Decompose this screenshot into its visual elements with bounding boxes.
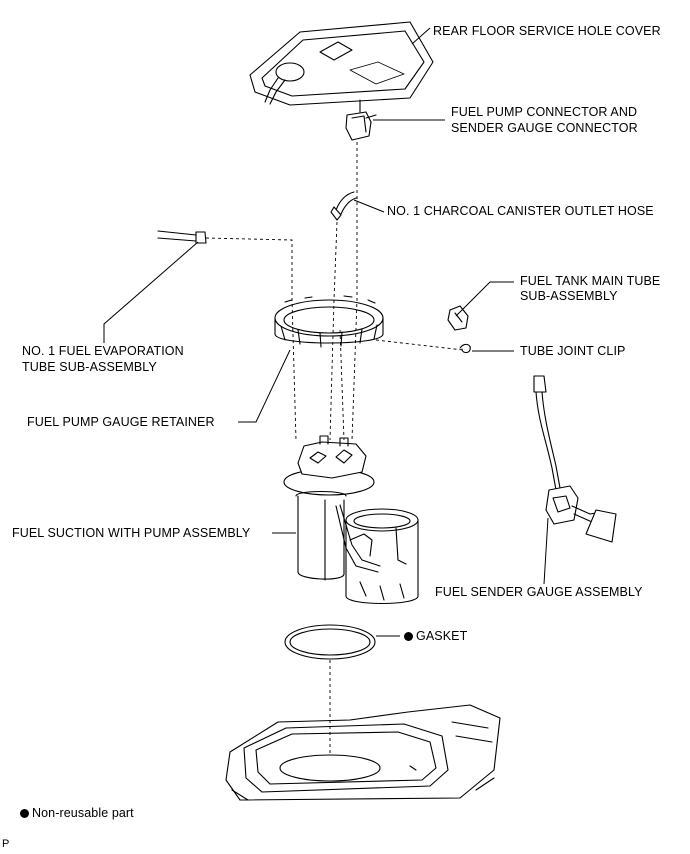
filled-circle-icon	[404, 632, 413, 641]
label-gasket: GASKET	[404, 628, 467, 645]
charcoal-hose-drawing	[330, 191, 357, 221]
label-fuel-evaporation-tube-line1: NO. 1 FUEL EVAPORATION	[22, 344, 184, 358]
legend-non-reusable-text: Non-reusable part	[32, 806, 134, 820]
label-fuel-tank-main-tube-line2: SUB-ASSEMBLY	[520, 289, 618, 303]
pump-assembly-drawing	[283, 435, 419, 605]
label-tube-joint-clip: TUBE JOINT CLIP	[520, 344, 626, 358]
label-fuel-suction-pump-assembly: FUEL SUCTION WITH PUMP ASSEMBLY	[12, 526, 251, 540]
alignment-lines	[205, 142, 464, 756]
label-rear-floor-service-hole-cover: REAR FLOOR SERVICE HOLE COVER	[433, 24, 661, 38]
main-tube-drawing	[447, 305, 469, 331]
label-fuel-tank-main-tube-line1: FUEL TANK MAIN TUBE	[520, 274, 661, 288]
pump-connector-drawing	[345, 111, 377, 141]
label-fuel-pump-connector-line1: FUEL PUMP CONNECTOR AND	[451, 105, 638, 119]
label-charcoal-canister-hose: NO. 1 CHARCOAL CANISTER OUTLET HOSE	[387, 204, 654, 218]
gasket-text: GASKET	[416, 629, 468, 643]
label-fuel-pump-connector-line2: SENDER GAUGE CONNECTOR	[451, 121, 638, 135]
sender-gauge-drawing	[533, 375, 617, 543]
service-hole-cover-drawing	[249, 21, 434, 113]
label-fuel-pump-gauge-retainer: FUEL PUMP GAUGE RETAINER	[27, 415, 215, 429]
retainer-ring-drawing	[274, 295, 384, 348]
gasket-drawing	[284, 624, 376, 660]
leader-lines	[103, 27, 549, 637]
fuel-tank-drawing	[225, 704, 501, 801]
label-fuel-evaporation-tube-line2: TUBE SUB-ASSEMBLY	[22, 360, 157, 374]
corner-mark: P	[2, 838, 10, 850]
filled-circle-icon	[20, 809, 29, 818]
label-fuel-sender-gauge-assembly: FUEL SENDER GAUGE ASSEMBLY	[435, 585, 643, 599]
legend-non-reusable: Non-reusable part	[20, 805, 134, 822]
tube-joint-clip-drawing	[459, 343, 471, 354]
evaporation-tube-drawing	[157, 230, 207, 244]
